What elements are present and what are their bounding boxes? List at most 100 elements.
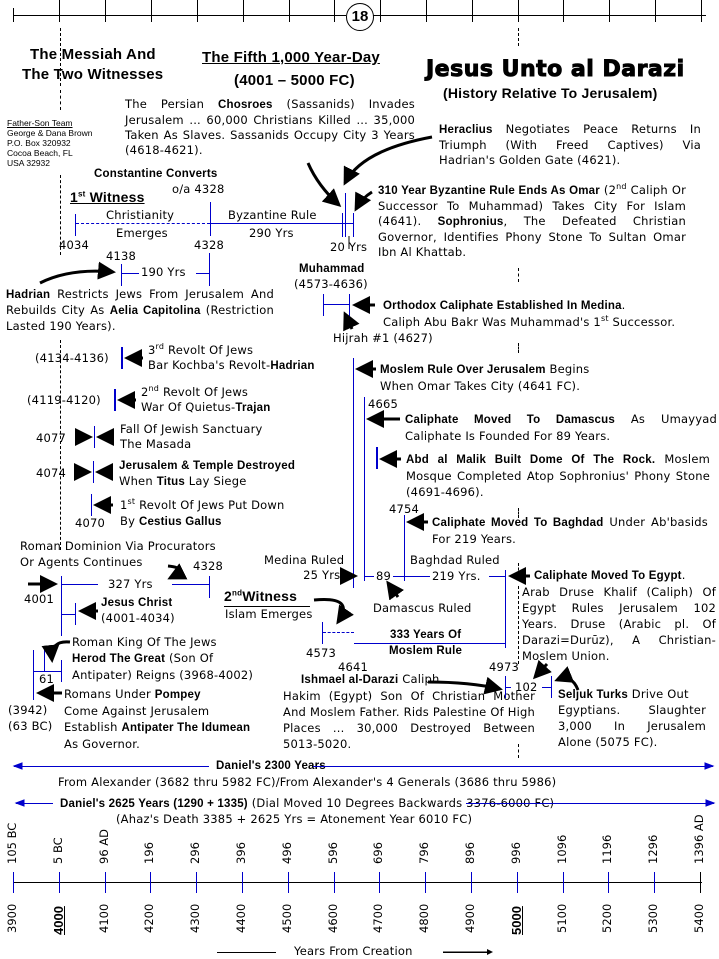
guide-4500: [518, 744, 519, 758]
pompey-year: (3942): [8, 703, 48, 717]
axis-tick: [654, 872, 655, 893]
left-header-line1: The Messiah And: [30, 46, 156, 63]
guide-4500: [518, 28, 519, 46]
axis-tick: [13, 872, 14, 893]
daniel-2300-arrow-left: [14, 766, 209, 767]
moslem-333-line1: 333 Years Of: [390, 629, 462, 641]
moslem-rule-line: [353, 358, 354, 588]
hadrian-note: Hadrian Restricts Jews From Jerusalem An…: [6, 287, 274, 333]
darazi-arrow: [427, 676, 503, 695]
guide-4500: [518, 268, 519, 282]
axis-line: [342, 882, 702, 883]
damascus-ruled-arrow: [386, 580, 405, 601]
fifth-millennium-range: (4001 – 5000 FC): [234, 72, 355, 89]
axis-tick: [288, 872, 289, 893]
daniel-2625-arrow-left: [16, 803, 53, 804]
ruler-tick: [380, 0, 381, 22]
damascus-ruled-label: Damascus Ruled: [373, 601, 472, 615]
revolt3-note: 3rd Revolt Of Jews Bar Kochba's Revolt-H…: [148, 342, 315, 372]
revolt3-years: (4134-4136): [35, 351, 109, 365]
ruler-tick: [655, 0, 656, 22]
ruler-tick: [563, 0, 564, 22]
baghdad-note: Caliphate Moved To Baghdad Under Ab'basi…: [432, 515, 708, 546]
ruler-tick: [59, 0, 60, 22]
muhammad-years: (4573-4636): [294, 277, 368, 291]
pompey-bc-year: (63 BC): [8, 719, 53, 733]
seljuk-note: Egyptians. Slaughter 3,000 In Jerusalem …: [558, 703, 706, 749]
muhammad-name: Muhammad: [299, 263, 365, 275]
witness2-start-tick: [322, 622, 323, 644]
roman-span: [62, 584, 98, 585]
contact-country: USA 32932: [7, 158, 51, 168]
egypt-start-year: 4973: [489, 660, 520, 674]
ruler-tick: [289, 0, 290, 22]
hadrian-start-year: 4138: [106, 249, 137, 263]
moslem-rule-note: Moslem Rule Over Jerusalem Begins When O…: [380, 362, 590, 393]
ruler-tick: [105, 0, 106, 22]
ruler-tick: [701, 0, 702, 22]
hadrian-span: [196, 273, 209, 274]
herod-years-num: 61: [39, 672, 55, 686]
ruler-tick: [609, 0, 610, 22]
emerges-label: Emerges: [116, 226, 168, 240]
masada-tick: [94, 426, 95, 448]
dome-note: Abd al Malik Built Dome Of The Rock. Mos…: [406, 452, 711, 499]
revolt2-years: (4119-4120): [27, 393, 101, 407]
second-witness-label: 2ndWitness: [224, 588, 298, 604]
axis-caption: Years From Creation: [294, 944, 413, 958]
hadrian-span: [122, 273, 139, 274]
damascus-year: 4665: [368, 397, 399, 411]
baghdad-span: [393, 576, 430, 577]
baghdad-span: [489, 576, 505, 577]
roman-dominion-end: 4328: [193, 559, 224, 573]
contact-names: George & Dana Brown: [7, 128, 93, 138]
axis-tick: [334, 872, 335, 893]
muhammad-start-tick: [323, 294, 324, 316]
damascus-ruled-num: 89: [376, 569, 392, 583]
main-title: Jesus Unto al Darazi: [426, 57, 685, 83]
roman-start-tick: [61, 576, 62, 636]
christianity-label: Christianity: [106, 208, 175, 222]
guide-4000: [60, 340, 61, 550]
damascus-line: [364, 397, 365, 581]
baghdad-ruled-label: Baghdad Ruled: [410, 553, 500, 567]
axis-tick: [242, 872, 243, 893]
top-ruler-line: [13, 15, 346, 16]
ruler-tick: [13, 8, 14, 22]
second-witness-arrow: [313, 597, 354, 625]
heraclius-arrow: [343, 135, 433, 186]
seljuk-heading: Seljuk Turks Drive Out: [558, 687, 689, 701]
damascus-note: Caliphate Moved To Damascus As Umayyad C…: [405, 412, 717, 443]
pompey-tick: [33, 650, 34, 700]
axis-tick: [517, 872, 518, 893]
hadrian-end-tick: [209, 253, 210, 286]
axis-line: [13, 882, 342, 883]
roman-end-tick: [209, 576, 210, 598]
revolt2-note: 2nd Revolt Of Jews War Of Quietus-Trajan: [141, 384, 271, 414]
page-number-badge: 18: [346, 3, 374, 31]
byzantine-end-tick: [342, 213, 343, 237]
temple-tick: [93, 461, 94, 483]
omar-note: 310 Year Byzantine Rule Ends As Omar (2n…: [378, 182, 687, 259]
contact-city: Cocoa Beach, FL: [7, 148, 73, 158]
moslem-333-span: [354, 643, 505, 644]
byzantine-start-tick: [210, 202, 211, 236]
dome-tick: [376, 447, 378, 469]
ruler-tick: [518, 0, 519, 22]
axis-tick: [59, 872, 60, 893]
chosroes-note: The Persian Chosroes (Sassanids) Invades…: [125, 97, 415, 157]
ruler-tick: [334, 0, 335, 22]
chosroes-arrow: [306, 162, 342, 208]
egypt-102-span: [505, 687, 511, 688]
roman-dominion-arrow: [167, 563, 188, 580]
omar-year: 4641: [338, 660, 369, 674]
omar-arrow: [354, 190, 373, 212]
guide-4000: [60, 175, 61, 255]
ruler-tick: [151, 0, 152, 22]
daniel-2300-label: Daniel's 2300 Years: [216, 760, 326, 772]
contact-team: Father-Son Team: [7, 118, 73, 128]
